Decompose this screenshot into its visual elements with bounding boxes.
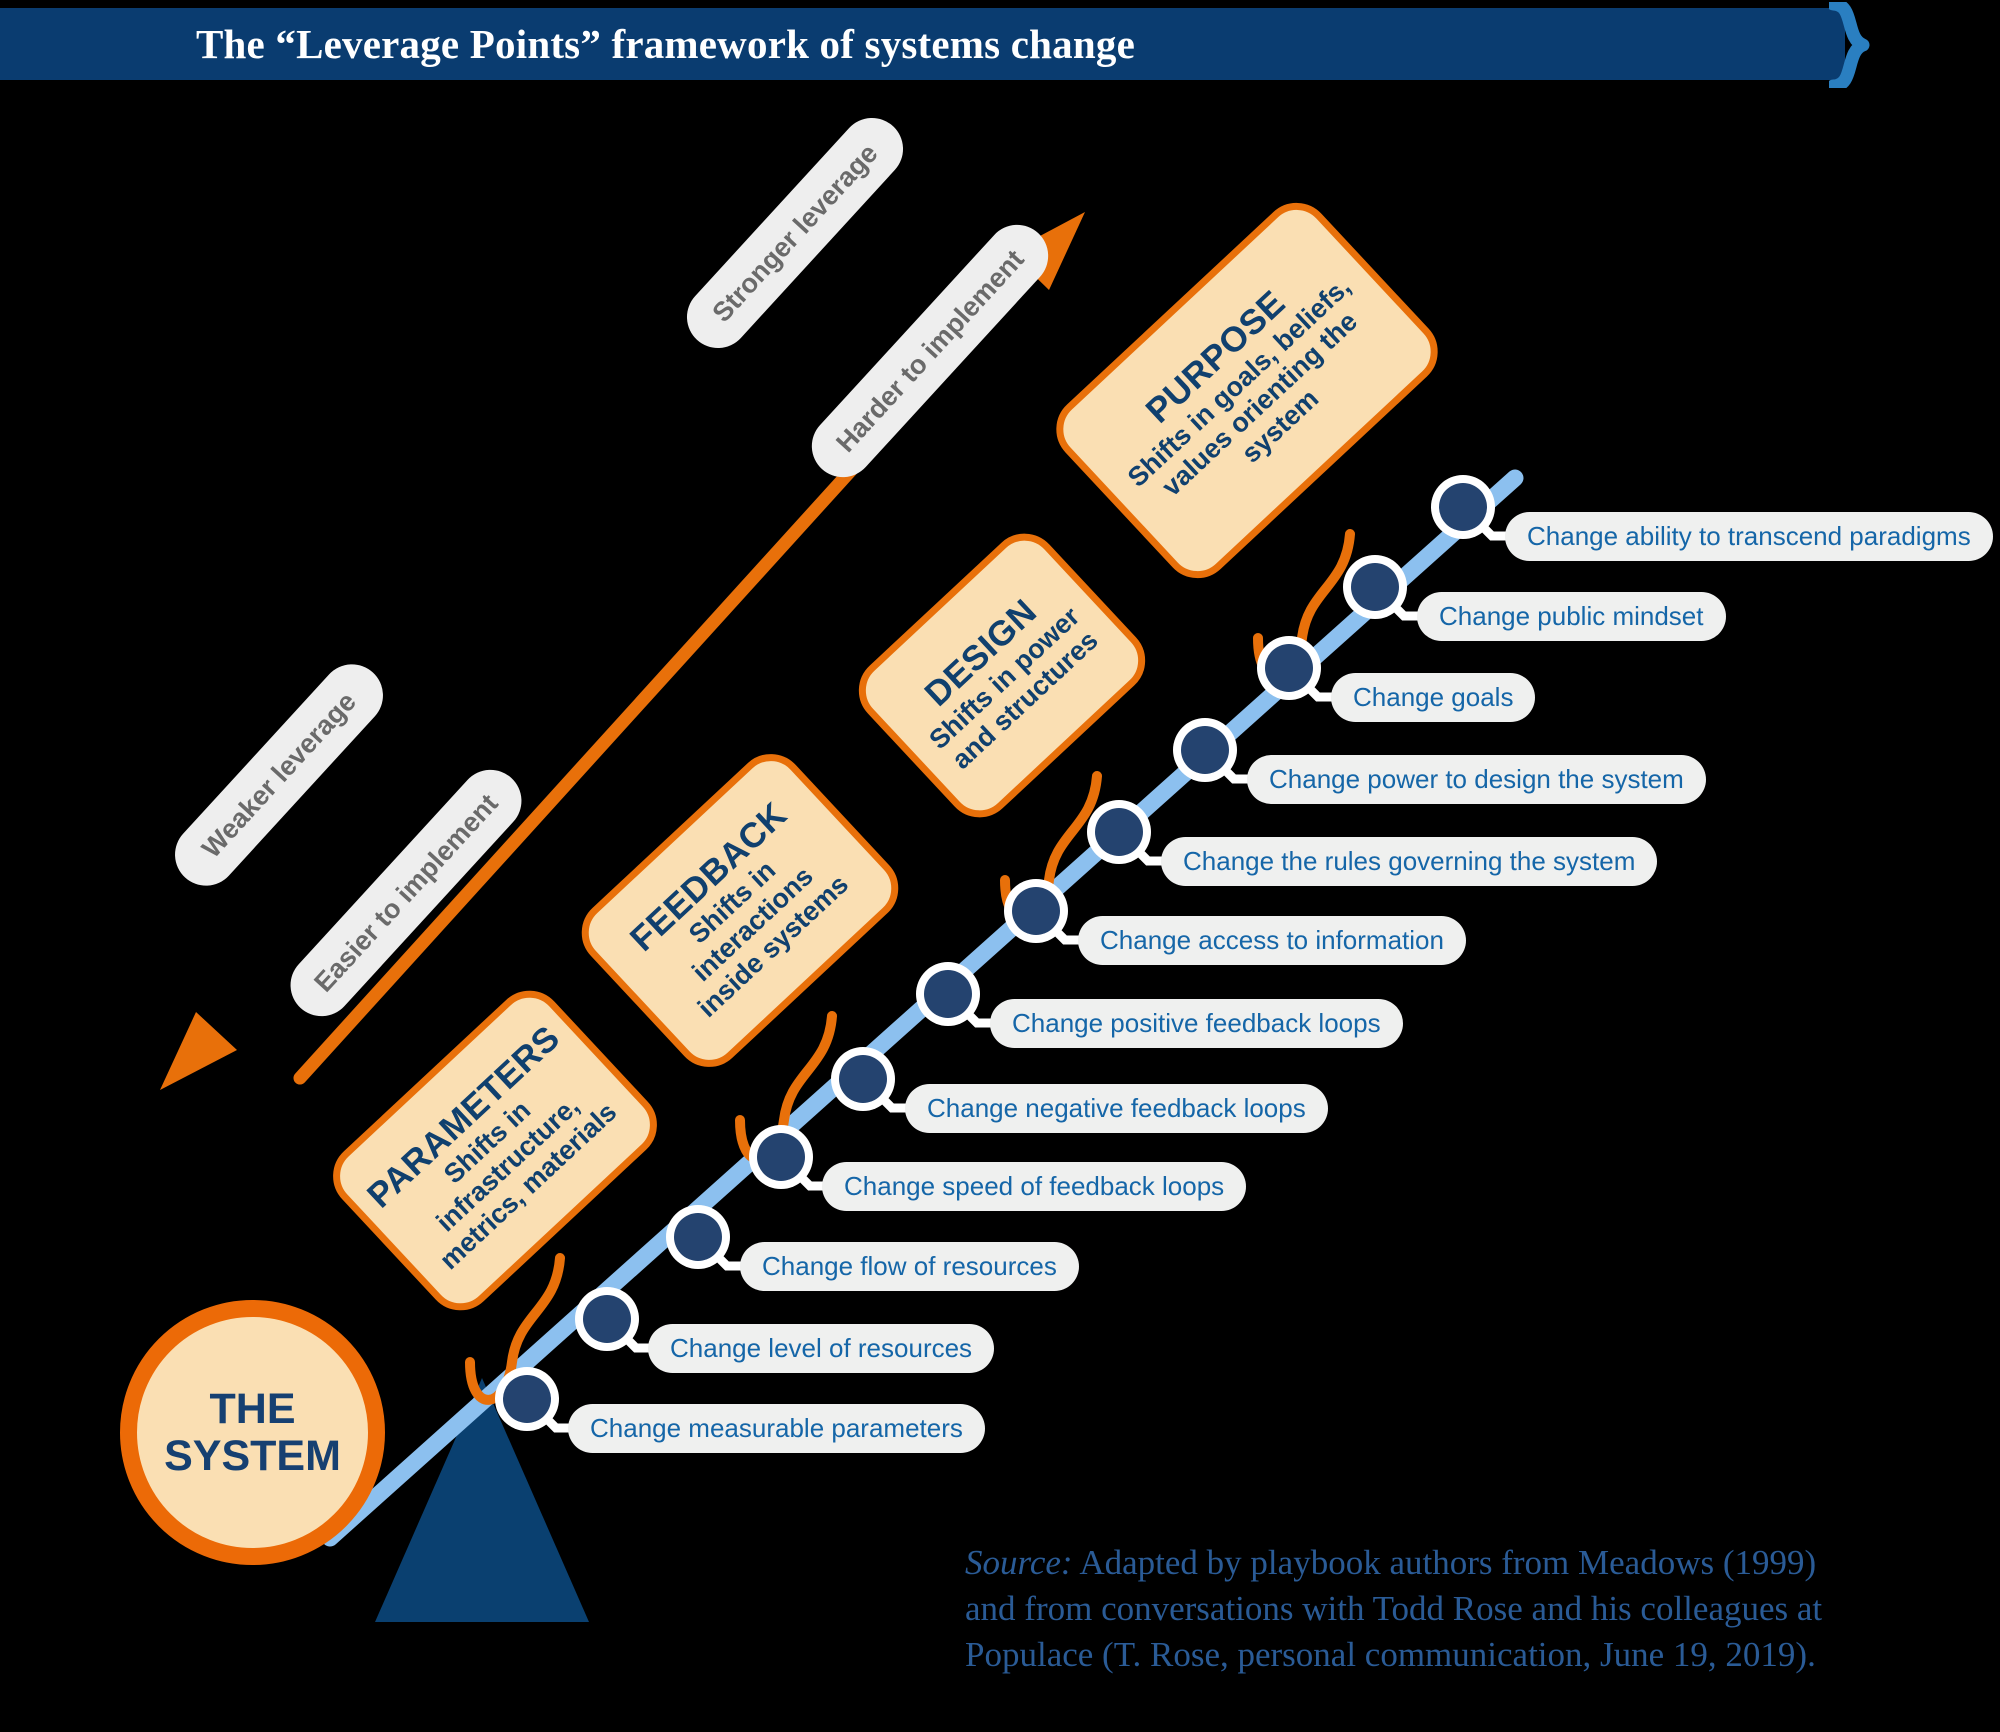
leverage-point-pill[interactable]: Change positive feedback loops bbox=[990, 999, 1403, 1048]
leverage-point-pill[interactable]: Change ability to transcend paradigms bbox=[1505, 512, 1993, 561]
leverage-point-pill[interactable]: Change access to information bbox=[1078, 916, 1466, 965]
leverage-point-pill[interactable]: Change public mindset bbox=[1417, 592, 1726, 641]
source-line1: Adapted by playbook authors from Meadows… bbox=[1072, 1543, 1817, 1582]
system-label-line1: THE bbox=[209, 1385, 296, 1434]
the-system-circle[interactable]: THE SYSTEM bbox=[120, 1300, 385, 1565]
leverage-point-pill[interactable]: Change the rules governing the system bbox=[1161, 837, 1658, 886]
leverage-point-pill[interactable]: Change speed of feedback loops bbox=[822, 1162, 1247, 1211]
leverage-point-pill[interactable]: Change negative feedback loops bbox=[905, 1084, 1328, 1133]
leverage-point-pill[interactable]: Change power to design the system bbox=[1247, 755, 1706, 804]
system-label-line2: SYSTEM bbox=[164, 1431, 341, 1480]
source-note: Source: Adapted by playbook authors from… bbox=[965, 1540, 1975, 1679]
fulcrum-triangle bbox=[375, 1378, 589, 1622]
source-label: Source: bbox=[965, 1543, 1073, 1582]
weaker-leverage-arrow bbox=[160, 1012, 237, 1090]
source-line2: and from conversations with Todd Rose an… bbox=[965, 1589, 1823, 1629]
leverage-point-pill[interactable]: Change goals bbox=[1331, 673, 1536, 722]
page-title: The “Leverage Points” framework of syste… bbox=[196, 21, 1135, 67]
title-banner: The “Leverage Points” framework of syste… bbox=[0, 8, 1845, 80]
source-line3: Populace (T. Rose, personal communicatio… bbox=[965, 1635, 1816, 1675]
leverage-point-pill[interactable]: Change flow of resources bbox=[740, 1242, 1079, 1291]
brace-icon bbox=[1829, 2, 1870, 88]
leverage-point-pill[interactable]: Change level of resources bbox=[648, 1324, 995, 1373]
leverage-point-pill[interactable]: Change measurable parameters bbox=[568, 1404, 985, 1453]
